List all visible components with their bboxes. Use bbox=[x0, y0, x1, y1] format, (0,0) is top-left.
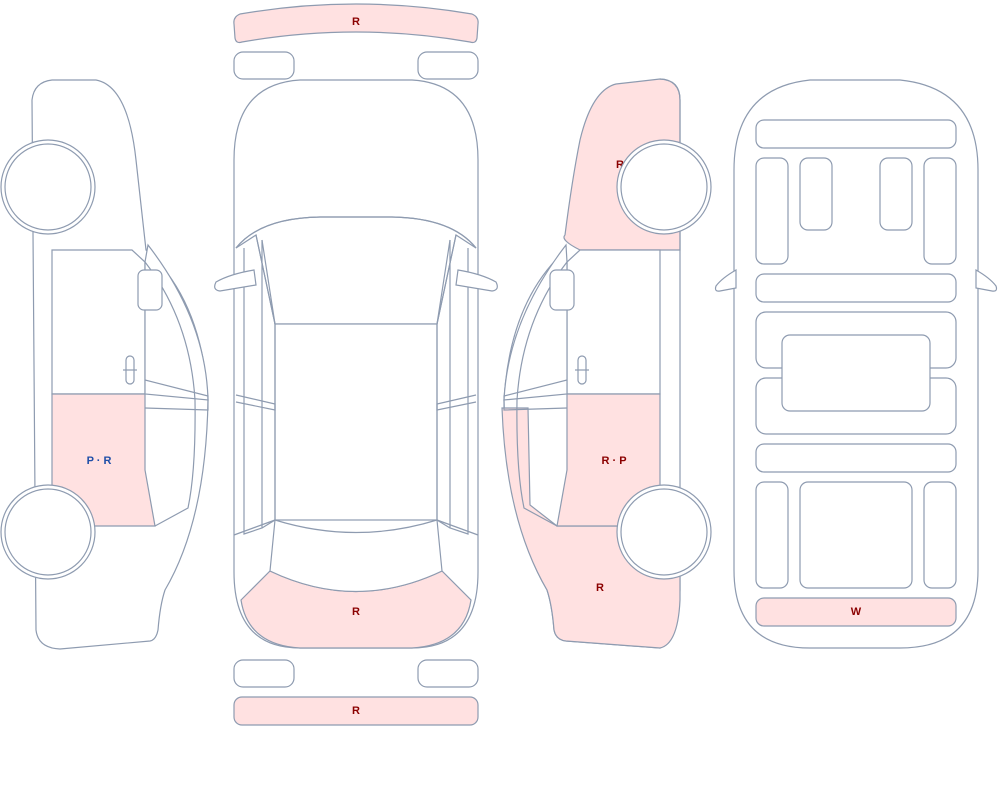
floor-right-inner-rail[interactable] bbox=[879, 157, 913, 231]
right-rear-quarter[interactable] bbox=[501, 407, 681, 649]
left-rear-door-mark: P · R bbox=[87, 455, 112, 467]
floor-view: W bbox=[714, 79, 998, 649]
front-right-lamp[interactable] bbox=[417, 51, 479, 80]
right-side-view: R R R · P bbox=[501, 78, 712, 649]
right-rear-door-mark: R · P bbox=[601, 455, 626, 467]
front-bumper-panel[interactable] bbox=[233, 3, 479, 44]
left-side-glass-inner bbox=[261, 239, 276, 529]
floor-right-rear-rail[interactable] bbox=[923, 481, 957, 589]
roof-panel[interactable] bbox=[274, 323, 438, 521]
left-c-line bbox=[233, 519, 276, 536]
a-pillar-left bbox=[255, 234, 276, 325]
right-rear-wheel[interactable] bbox=[620, 488, 708, 576]
floor-rear-panel[interactable] bbox=[755, 597, 957, 627]
right-mirror-side[interactable] bbox=[549, 269, 575, 311]
floor-left-rear-rail[interactable] bbox=[755, 481, 789, 589]
floor-right-front-rail[interactable] bbox=[923, 157, 957, 265]
floor-rear-crossmember[interactable] bbox=[755, 443, 957, 473]
left-b-pillar bbox=[235, 394, 276, 411]
a-pillar-right bbox=[436, 234, 457, 325]
floor-left-inner-rail[interactable] bbox=[799, 157, 833, 231]
right-mirror-top[interactable] bbox=[455, 269, 498, 292]
left-side-window bbox=[144, 261, 196, 527]
rear-left-lamp[interactable] bbox=[233, 659, 295, 688]
floor-rear-panel-mark: W bbox=[851, 606, 862, 618]
right-front-wheel[interactable] bbox=[620, 143, 708, 231]
floor-left-front-rail[interactable] bbox=[755, 157, 789, 265]
right-rear-quarter-mark: R bbox=[596, 582, 604, 594]
right-side-window bbox=[516, 261, 568, 527]
left-rear-wheel[interactable] bbox=[4, 488, 92, 576]
right-beltline bbox=[503, 379, 568, 411]
floor-mid-crossmember[interactable] bbox=[755, 273, 957, 303]
right-side-glass-inner bbox=[436, 239, 451, 529]
hood-mark: R bbox=[352, 606, 360, 618]
right-side-glass bbox=[449, 240, 469, 535]
right-b-pillar bbox=[436, 394, 477, 411]
top-view: R R R bbox=[214, 3, 498, 726]
right-c-line bbox=[436, 519, 479, 536]
right-front-fender-mark: R bbox=[616, 159, 624, 171]
left-beltline bbox=[144, 379, 209, 411]
floor-right-mirror bbox=[975, 268, 998, 292]
floor-left-mirror bbox=[714, 268, 737, 292]
windshield-bottom-edge bbox=[235, 216, 477, 249]
rear-right-lamp[interactable] bbox=[417, 659, 479, 688]
right-windshield-side[interactable] bbox=[503, 243, 568, 401]
left-side-view: P · R bbox=[0, 79, 209, 650]
rear-bumper-mark: R bbox=[352, 705, 360, 717]
left-mirror-side[interactable] bbox=[137, 269, 163, 311]
floor-center-pan[interactable] bbox=[781, 334, 931, 412]
front-left-lamp[interactable] bbox=[233, 51, 295, 80]
left-mirror-top[interactable] bbox=[214, 269, 257, 292]
left-front-wheel[interactable] bbox=[4, 143, 92, 231]
front-bumper-mark: R bbox=[352, 16, 360, 28]
left-side-glass bbox=[243, 240, 263, 535]
rear-window[interactable] bbox=[269, 519, 443, 593]
floor-spare-tire-well[interactable] bbox=[799, 481, 913, 589]
rear-bumper-panel[interactable] bbox=[233, 696, 479, 726]
left-windshield-side[interactable] bbox=[144, 243, 209, 401]
floor-front-crossmember[interactable] bbox=[755, 119, 957, 149]
